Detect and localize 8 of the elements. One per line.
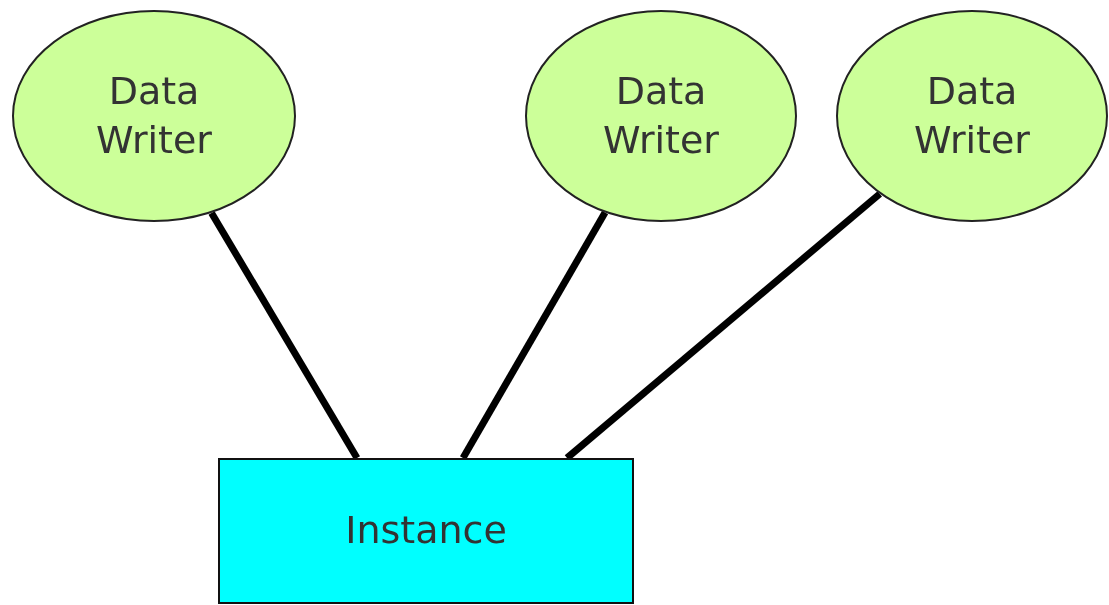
connector-line [208,211,360,460]
node-label: Data Writer [95,67,213,164]
connector-line [564,191,882,461]
process-box [218,458,634,604]
connector-line [459,210,609,460]
node-label: Data Writer [602,67,720,164]
node-label: Data Writer [913,67,1031,164]
node-label: Instance [344,507,508,555]
